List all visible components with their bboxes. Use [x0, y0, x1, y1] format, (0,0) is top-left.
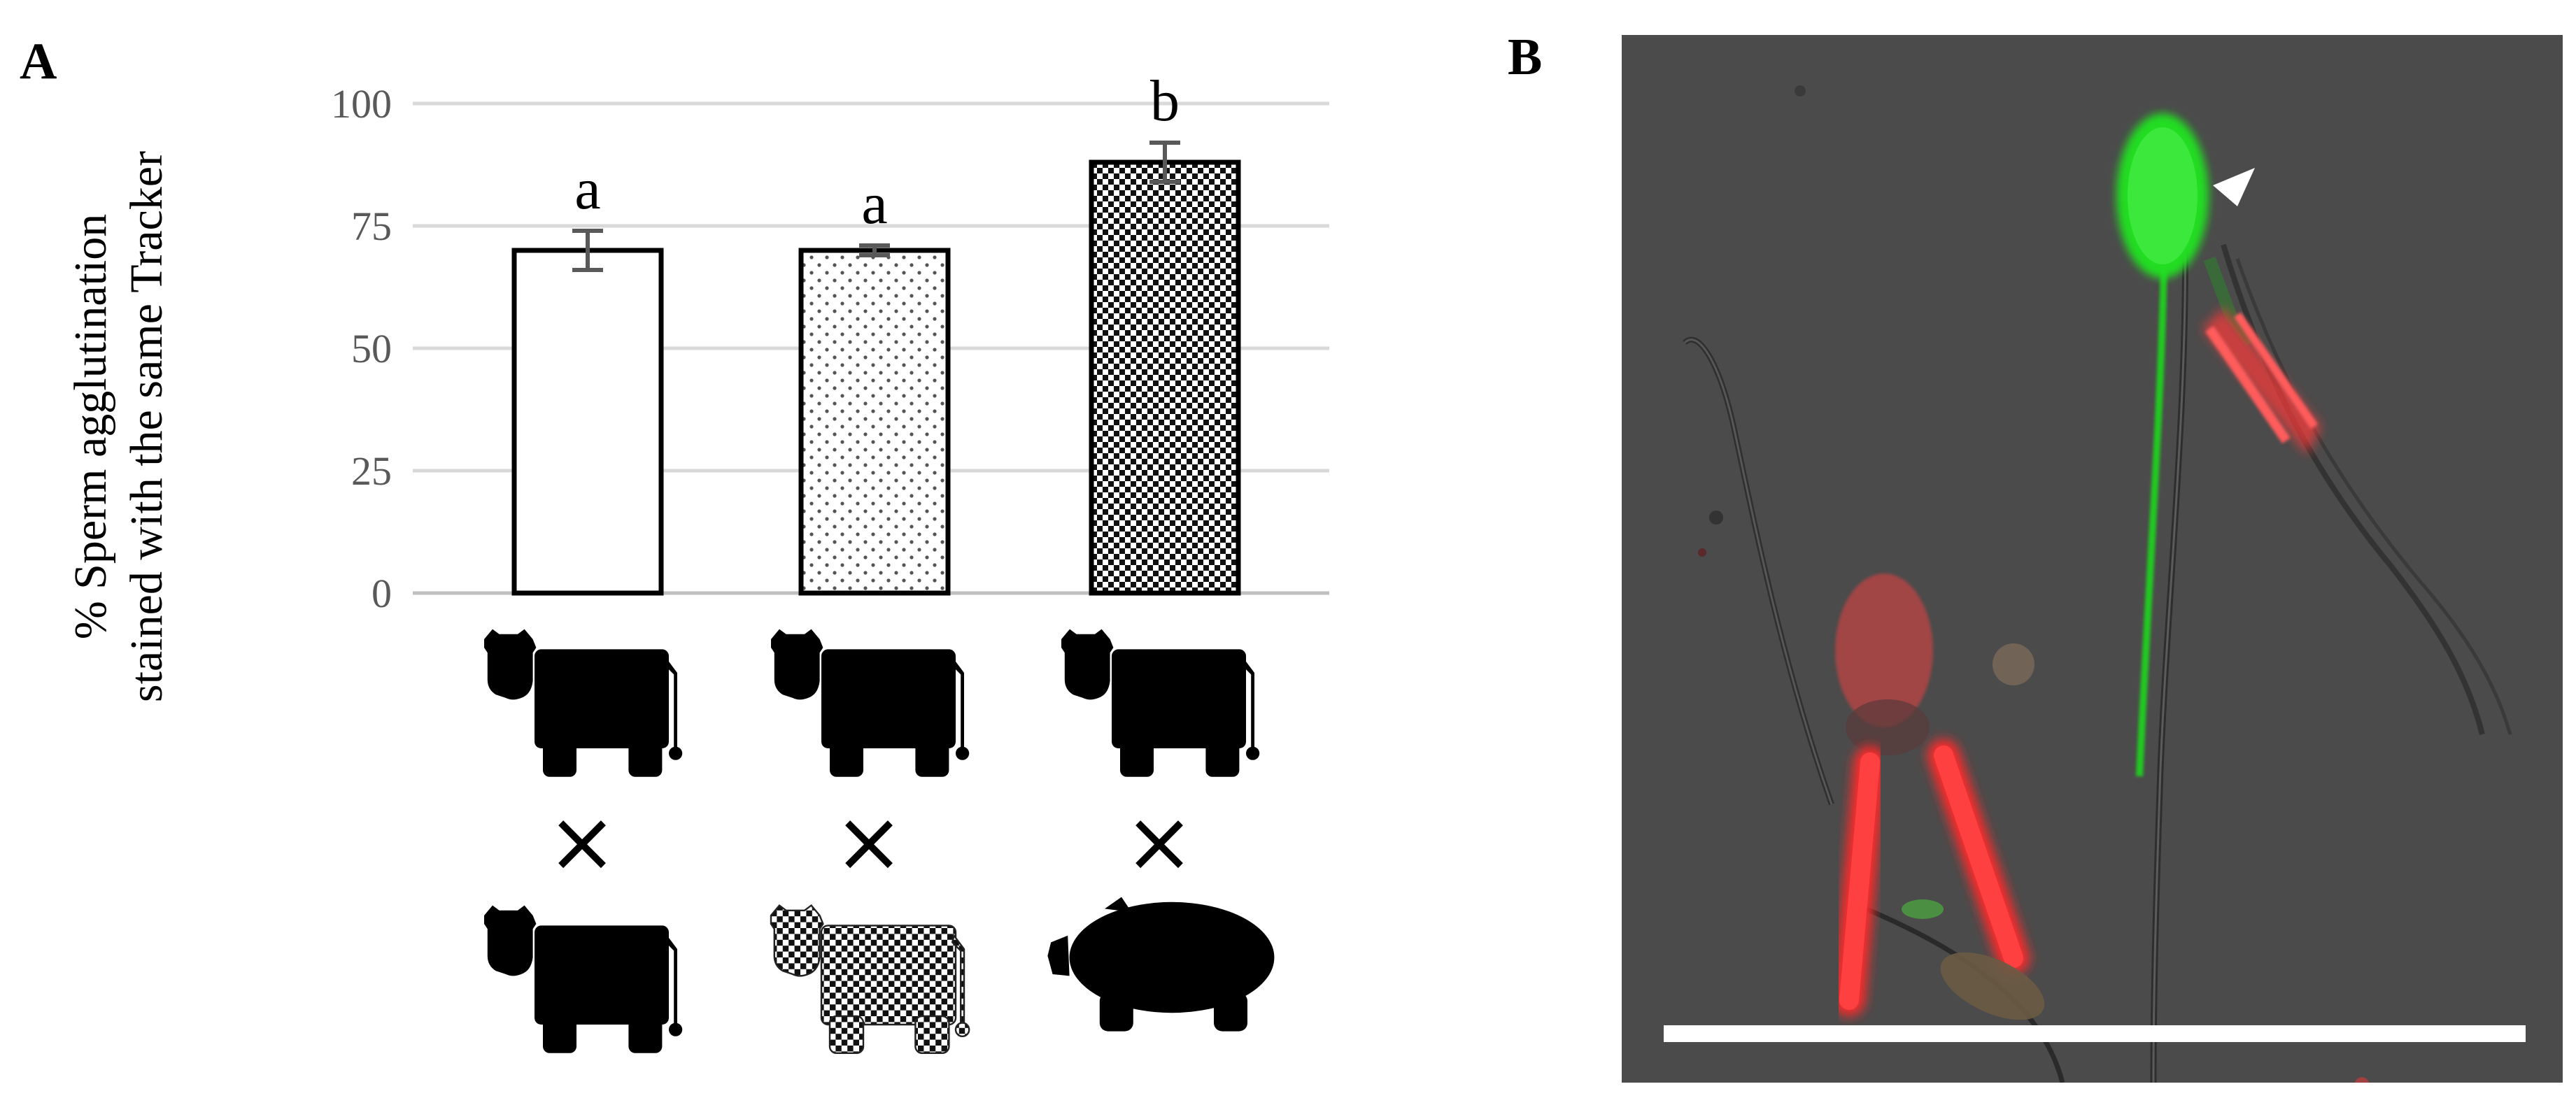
error-bar-2 — [859, 243, 890, 257]
cow-icon-top-2 — [771, 629, 970, 777]
scale-bar — [1664, 1025, 2526, 1042]
cow-icon-top-3 — [1061, 629, 1260, 777]
cross-symbol-1: × — [547, 794, 618, 891]
animal-icons: × × × — [484, 629, 1275, 1055]
spotted-cow-icon-bottom-2 — [770, 904, 970, 1055]
y-tick-label: 25 — [351, 448, 392, 494]
y-tick-label: 75 — [351, 204, 392, 249]
error-bar-1 — [572, 229, 603, 272]
sperm-micrograph — [1622, 35, 2563, 1083]
y-tick-label: 50 — [351, 326, 392, 371]
cow-icon-bottom-1 — [484, 905, 683, 1053]
error-bar-3 — [1149, 141, 1180, 184]
bar-3 — [1089, 159, 1241, 596]
cross-symbol-3: × — [1124, 794, 1195, 891]
y-tick-labels: 0 25 50 75 100 — [331, 81, 392, 616]
significance-letter-1: a — [574, 157, 600, 222]
bar-chart: 0 25 50 75 100 a a b × × × — [331, 69, 1329, 1055]
pig-icon-bottom-3 — [1047, 897, 1275, 1032]
cow-icon-top-1 — [484, 629, 683, 777]
significance-letter-2: a — [861, 171, 887, 236]
bar-1 — [511, 248, 664, 596]
bar-2 — [798, 248, 951, 596]
y-tick-label: 0 — [371, 571, 392, 616]
cross-symbol-2: × — [834, 794, 905, 891]
bars — [511, 159, 1241, 596]
y-tick-label: 100 — [331, 81, 392, 127]
micrograph-image — [1622, 35, 2563, 1083]
significance-letter-3: b — [1150, 69, 1180, 134]
error-bars — [572, 141, 1180, 272]
significance-letters: a a b — [574, 69, 1180, 236]
arrowhead-icon — [2213, 168, 2255, 206]
panel-label-b: B — [1508, 29, 1543, 86]
panel-label-a: A — [20, 33, 57, 90]
